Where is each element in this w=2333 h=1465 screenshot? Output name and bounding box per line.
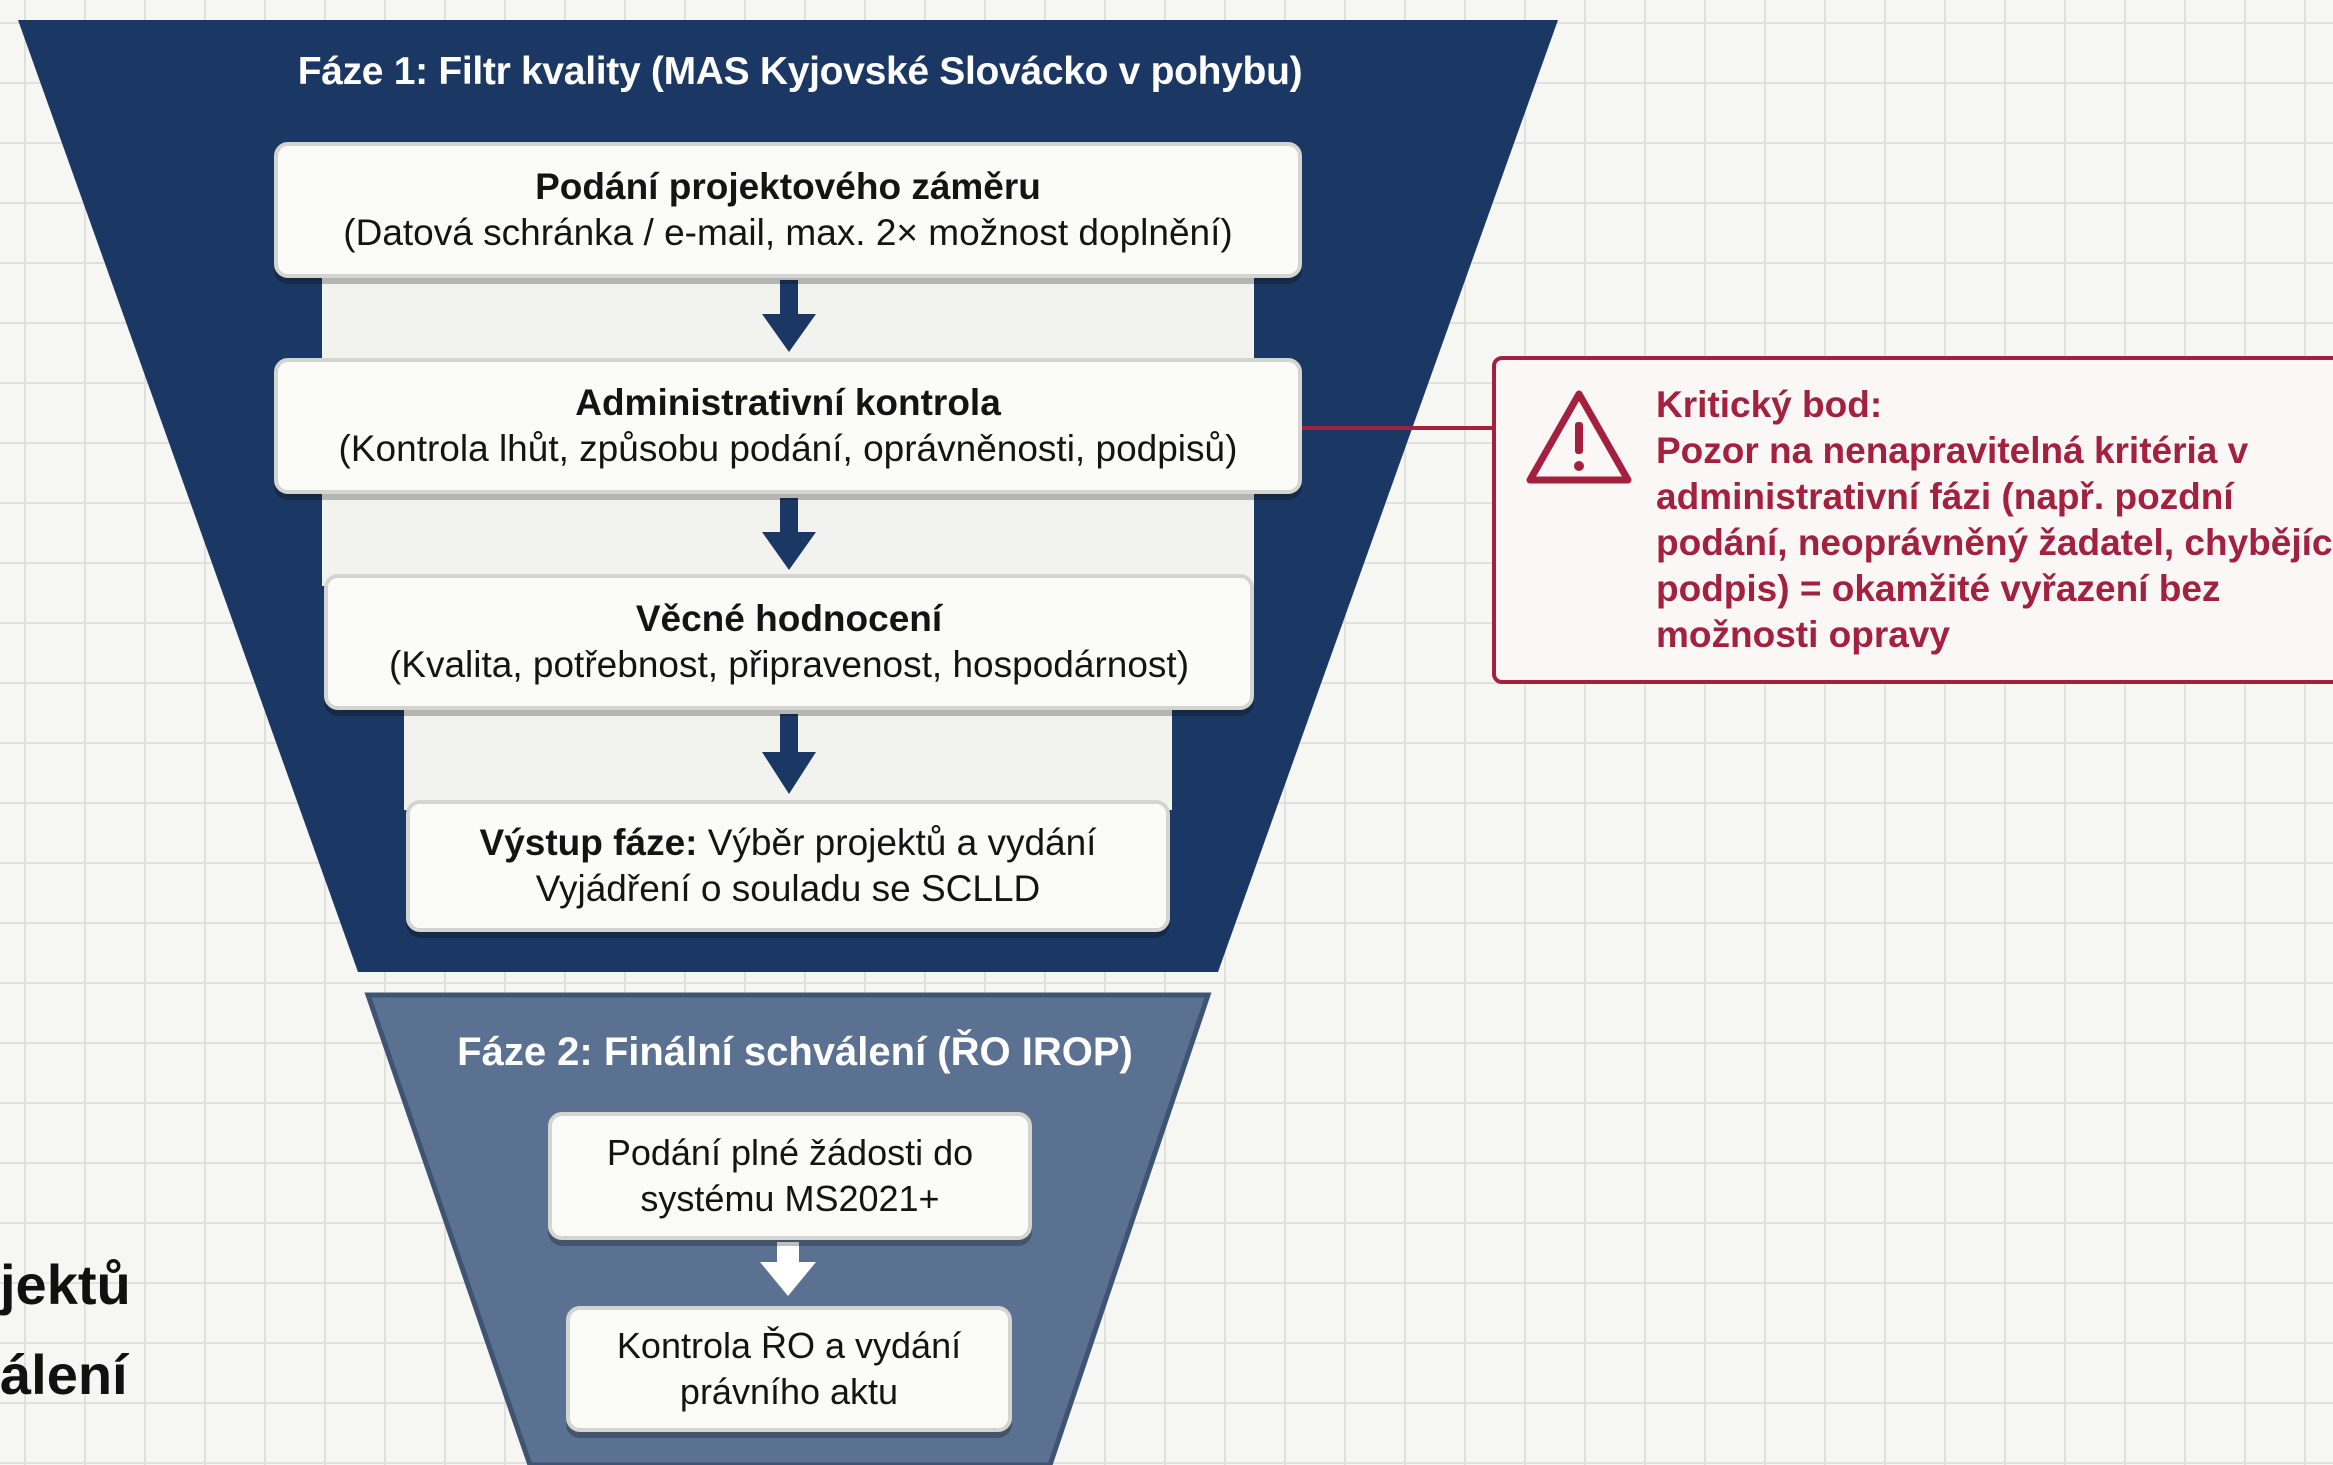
output-label: Výstup fáze: — [479, 822, 698, 863]
step-content-evaluation: Věcné hodnocení (Kvalita, potřebnost, př… — [324, 574, 1254, 710]
side-heading-line2: álení — [0, 1343, 128, 1406]
phase1-title: Fáze 1: Filtr kvality (MAS Kyjovské Slov… — [297, 50, 1303, 93]
step-title: Věcné hodnocení — [635, 598, 943, 639]
step-line1: Podání plné žádosti do — [606, 1132, 974, 1173]
arrow-down-icon — [762, 498, 816, 570]
critical-point-body: Pozor na nenapravitelná kritéria v admin… — [1656, 430, 2333, 655]
step-description: (Kvalita, potřebnost, připravenost, hosp… — [388, 644, 1190, 685]
step-line1: Kontrola ŘO a vydání — [616, 1325, 962, 1366]
step-description: (Datová schránka / e-mail, max. 2× možno… — [343, 212, 1233, 253]
arrow-down-icon — [762, 714, 816, 794]
step-full-application: Podání plné žádosti do systému MS2021+ — [548, 1112, 1032, 1240]
warning-triangle-icon — [1526, 390, 1632, 484]
step-administrative-check: Administrativní kontrola (Kontrola lhůt,… — [274, 358, 1302, 494]
phase2-title: Fáze 2: Finální schválení (ŘO IROP) — [457, 1030, 1133, 1074]
step-ro-check: Kontrola ŘO a vydání právního aktu — [566, 1306, 1012, 1432]
output-text-line2: Vyjádření o souladu se SCLLD — [535, 868, 1041, 909]
step-line2: právního aktu — [679, 1371, 899, 1412]
side-heading-line1: jektů — [0, 1253, 131, 1316]
critical-point-text: Kritický bod: Pozor na nenapravitelná kr… — [1656, 382, 2333, 658]
step-title: Podání projektového záměru — [535, 166, 1041, 207]
arrow-down-icon — [760, 1242, 816, 1296]
cropped-side-heading: jektů álení — [0, 1240, 131, 1420]
step-title: Administrativní kontrola — [575, 382, 1001, 423]
arrow-down-icon — [762, 280, 816, 352]
output-text-line1: Výběr projektů a vydání — [697, 822, 1097, 863]
step-line2: systému MS2021+ — [640, 1178, 940, 1219]
output-line1: Výstup fáze: Výběr projektů a vydání — [480, 820, 1097, 866]
step-project-submission: Podání projektového záměru (Datová schrá… — [274, 142, 1302, 278]
step-phase-output: Výstup fáze: Výběr projektů a vydání Vyj… — [406, 800, 1170, 932]
critical-point-callout: Kritický bod: Pozor na nenapravitelná kr… — [1492, 356, 2333, 684]
step-description: (Kontrola lhůt, způsobu podání, oprávněn… — [338, 428, 1238, 469]
critical-point-title: Kritický bod: — [1656, 384, 1883, 425]
